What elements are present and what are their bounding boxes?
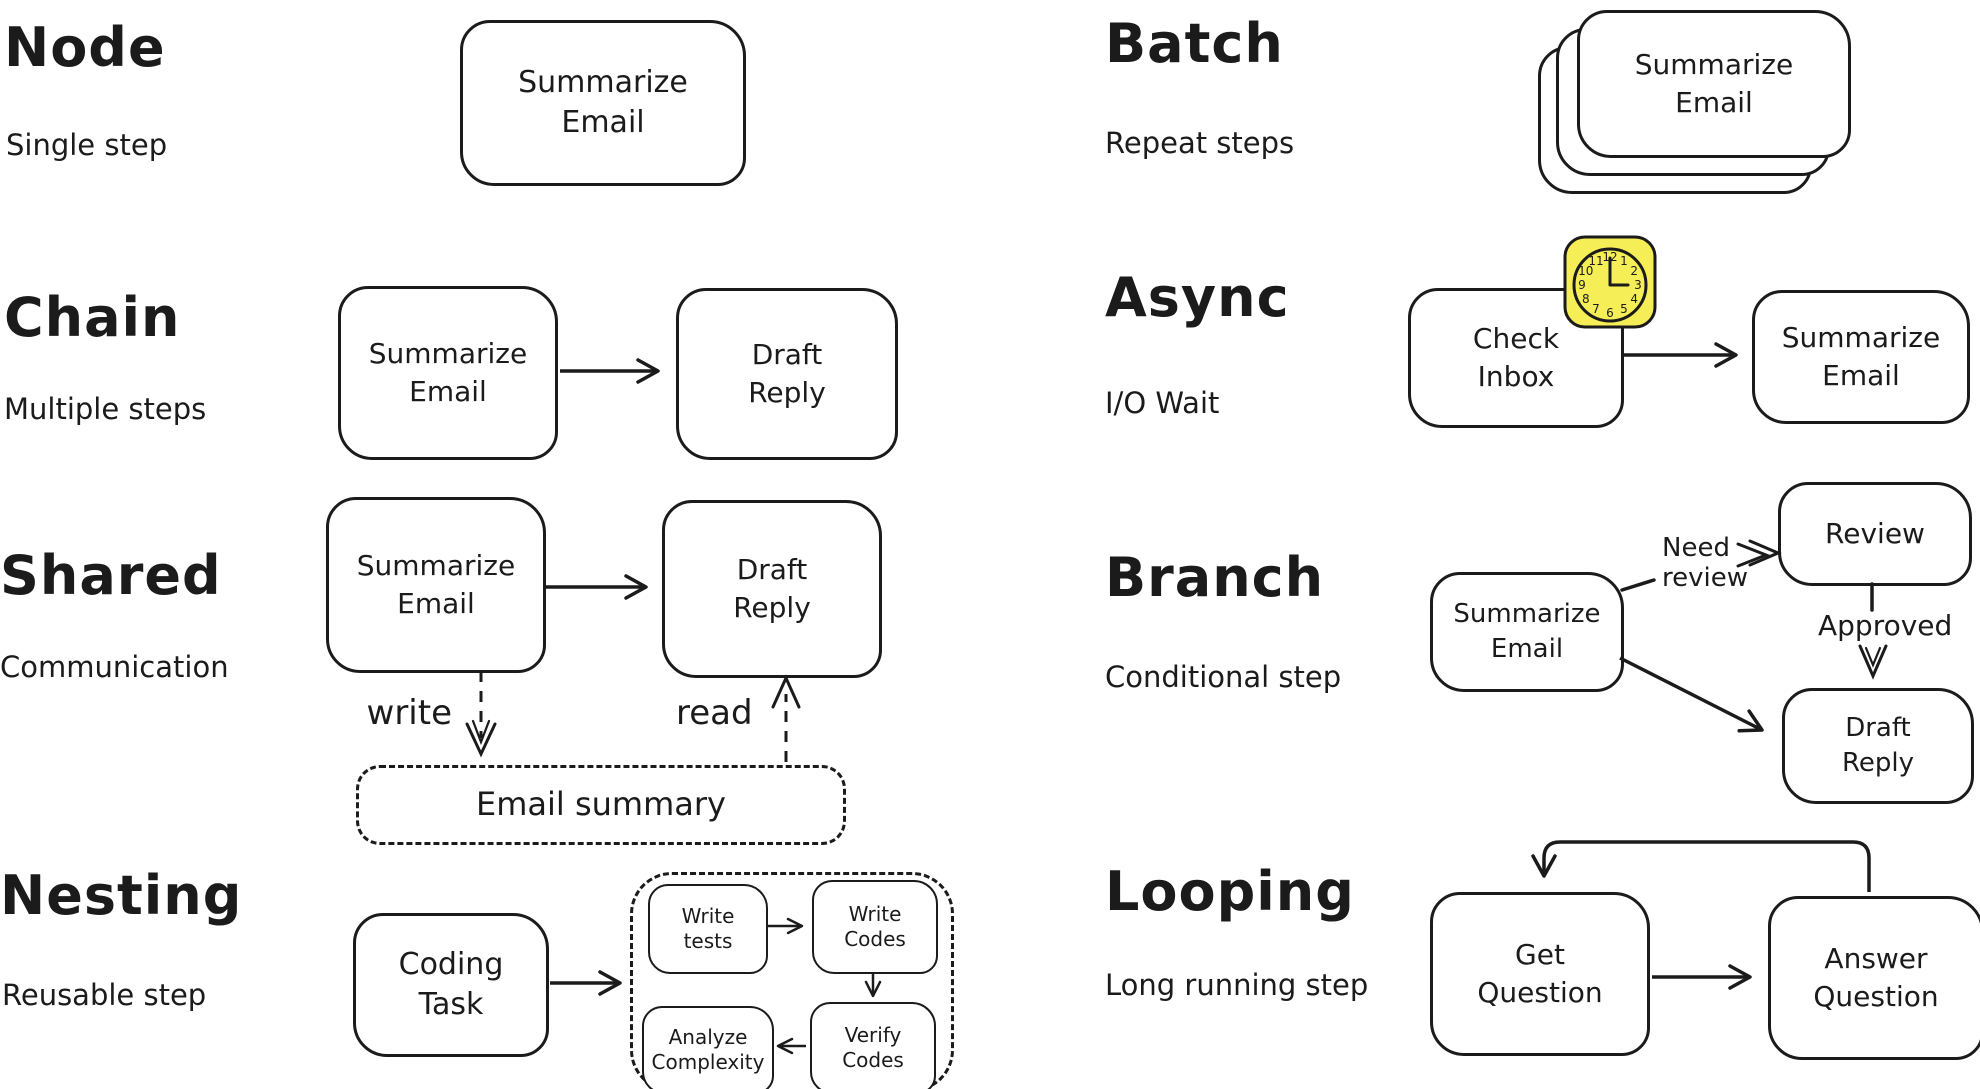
branch-diagonal-arrow [1619,656,1764,733]
batch-subtitle: Repeat steps [1105,126,1295,160]
clock-numbers: 121234567891011 [1578,250,1642,320]
svg-text:8: 8 [1582,292,1590,306]
shared-write-arrowhead-inner [471,719,491,746]
chain-box-summarize-email: Summarize Email [338,286,558,460]
batch-title: Batch [1105,12,1284,75]
branch-edge-label-approved: Approved [1818,609,1953,642]
svg-text:7: 7 [1592,302,1600,316]
clock-hands [1608,256,1630,287]
nesting-box-write-tests: Write tests [648,884,768,974]
branch-title: Branch [1105,546,1325,609]
branch-box-summarize-email: Summarize Email [1430,572,1624,692]
branch-box-review: Review [1778,482,1972,586]
svg-text:4: 4 [1630,292,1638,306]
shared-title: Shared [0,544,222,607]
svg-text:11: 11 [1588,254,1603,268]
branch-box-draft-reply: Draft Reply [1782,688,1974,804]
svg-text:9: 9 [1578,278,1586,292]
chain-title: Chain [4,286,181,349]
async-subtitle: I/O Wait [1105,386,1220,420]
looping-box-answer-question: Answer Question [1768,896,1980,1060]
node-subtitle: Single step [6,128,168,162]
chain-box-draft-reply: Draft Reply [676,288,898,460]
nesting-box-analyze-complexity: Analyze Complexity [642,1006,774,1089]
nesting-title: Nesting [0,864,243,927]
svg-text:1: 1 [1620,254,1628,268]
svg-text:6: 6 [1606,306,1614,320]
shared-edge-label-write: write [366,693,452,733]
svg-text:2: 2 [1630,264,1638,278]
branch-need-review-dash [1620,578,1656,592]
clock-icon: 121234567891011 [1563,235,1657,329]
looping-back-arrow [1531,840,1871,892]
svg-text:3: 3 [1634,278,1642,292]
nesting-box-write-codes: Write Codes [812,880,938,974]
nesting-subtitle: Reusable step [2,978,207,1012]
branch-subtitle: Conditional step [1105,660,1342,694]
nesting-box-coding-task: Coding Task [353,913,549,1057]
looping-title: Looping [1105,860,1355,923]
node-title: Node [4,16,166,79]
branch-approved-arrowhead-inner [1864,646,1882,668]
shared-subtitle: Communication [0,650,229,684]
branch-need-review-chevron-2 [1748,539,1782,567]
branch-edge-label-need-review: Need review [1662,533,1748,593]
branch-approved-arrowhead [1858,644,1888,680]
async-box-summarize-email: Summarize Email [1752,290,1970,424]
looping-subtitle: Long running step [1105,968,1369,1002]
shared-box-draft-reply: Draft Reply [662,500,882,678]
shared-write-arrowhead [465,722,497,758]
shared-box-summarize-email: Summarize Email [326,497,546,673]
shared-store-email-summary: Email summary [356,765,846,845]
chain-subtitle: Multiple steps [4,392,207,426]
svg-text:5: 5 [1620,302,1628,316]
shared-read-arrowhead [771,674,801,709]
nesting-dashed-container [630,872,954,1089]
batch-card-front: Summarize Email [1577,10,1851,158]
shared-edge-label-read: read [676,693,753,733]
node-box-summarize-email: Summarize Email [460,20,746,186]
looping-box-get-question: Get Question [1430,892,1650,1056]
nesting-box-verify-codes: Verify Codes [810,1002,936,1089]
async-title: Async [1105,266,1290,329]
svg-text:10: 10 [1578,264,1593,278]
